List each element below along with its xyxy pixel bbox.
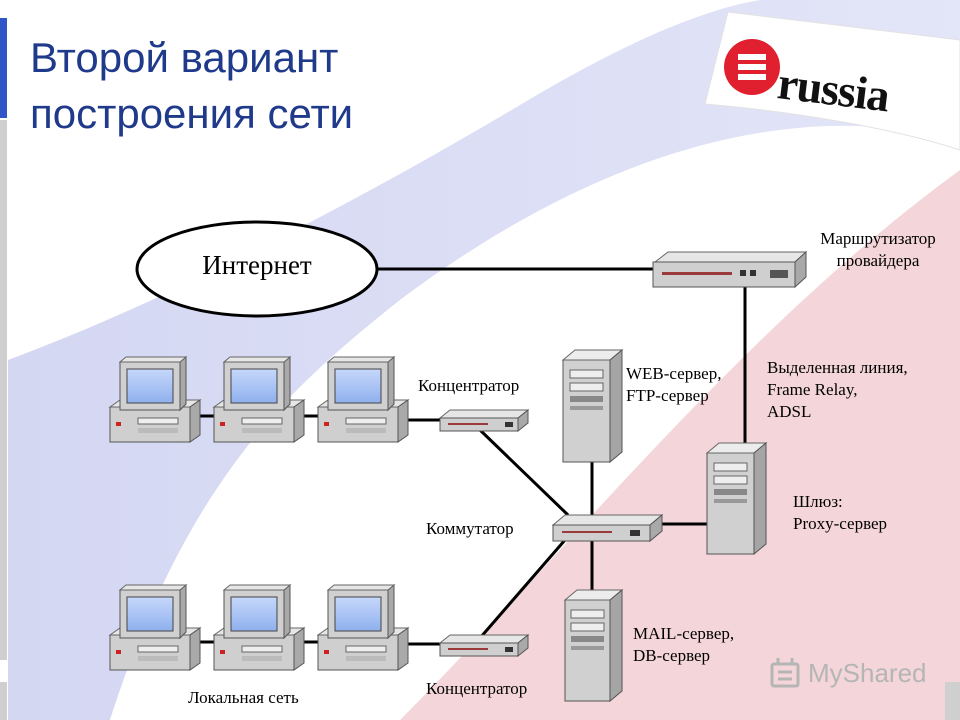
corner-bar	[945, 682, 960, 720]
switch-icon[interactable]	[551, 513, 664, 543]
gateway-label: Шлюз: Proxy-сервер	[793, 492, 888, 533]
mail-server-icon[interactable]	[563, 588, 624, 703]
hub-bottom-switch-link	[478, 539, 567, 639]
pc-icon[interactable]	[108, 583, 202, 671]
switch-label: Коммутатор	[426, 519, 514, 538]
left-edge-bar	[0, 120, 7, 660]
title-line-2: построения сети	[30, 90, 354, 137]
hub-top-switch-link	[478, 428, 570, 517]
hub-bottom-label: Концентратор	[426, 679, 528, 698]
pc-icon[interactable]	[108, 355, 202, 443]
hub-top-icon[interactable]	[438, 408, 530, 433]
router-icon[interactable]	[652, 250, 808, 289]
corner-bar-left	[0, 682, 7, 720]
pc-icon[interactable]	[212, 355, 306, 443]
internet-ellipse[interactable]	[135, 220, 379, 318]
title-accent-bar	[0, 18, 7, 118]
pc-icon[interactable]	[212, 583, 306, 671]
myshared-icon	[770, 658, 800, 688]
pc-icon[interactable]	[316, 355, 410, 443]
gateway-server-icon[interactable]	[705, 441, 768, 556]
pc-icon[interactable]	[316, 583, 410, 671]
router-label: Маршрутизатор провайдера	[820, 229, 936, 270]
watermark-text: MyShared	[808, 658, 927, 688]
web-server-label: WEB-сервер, FTP-сервер	[626, 364, 722, 405]
mail-server-label: MAIL-сервер, DB-сервер	[633, 624, 735, 665]
e-letter-logo-icon	[724, 39, 780, 95]
hub-top-label: Концентратор	[418, 376, 520, 395]
hub-bottom-icon[interactable]	[438, 633, 530, 658]
web-server-icon[interactable]	[561, 348, 624, 464]
internet-label: Интернет	[202, 250, 312, 280]
workstations	[108, 355, 410, 671]
slide-title: Второй вариант построения сети	[30, 30, 590, 142]
lan-label: Локальная сеть	[188, 688, 299, 707]
leased-line-label: Выделенная линия, Frame Relay, ADSL	[767, 358, 908, 421]
erussia-logo	[704, 11, 960, 151]
title-line-1: Второй вариант	[30, 34, 339, 81]
